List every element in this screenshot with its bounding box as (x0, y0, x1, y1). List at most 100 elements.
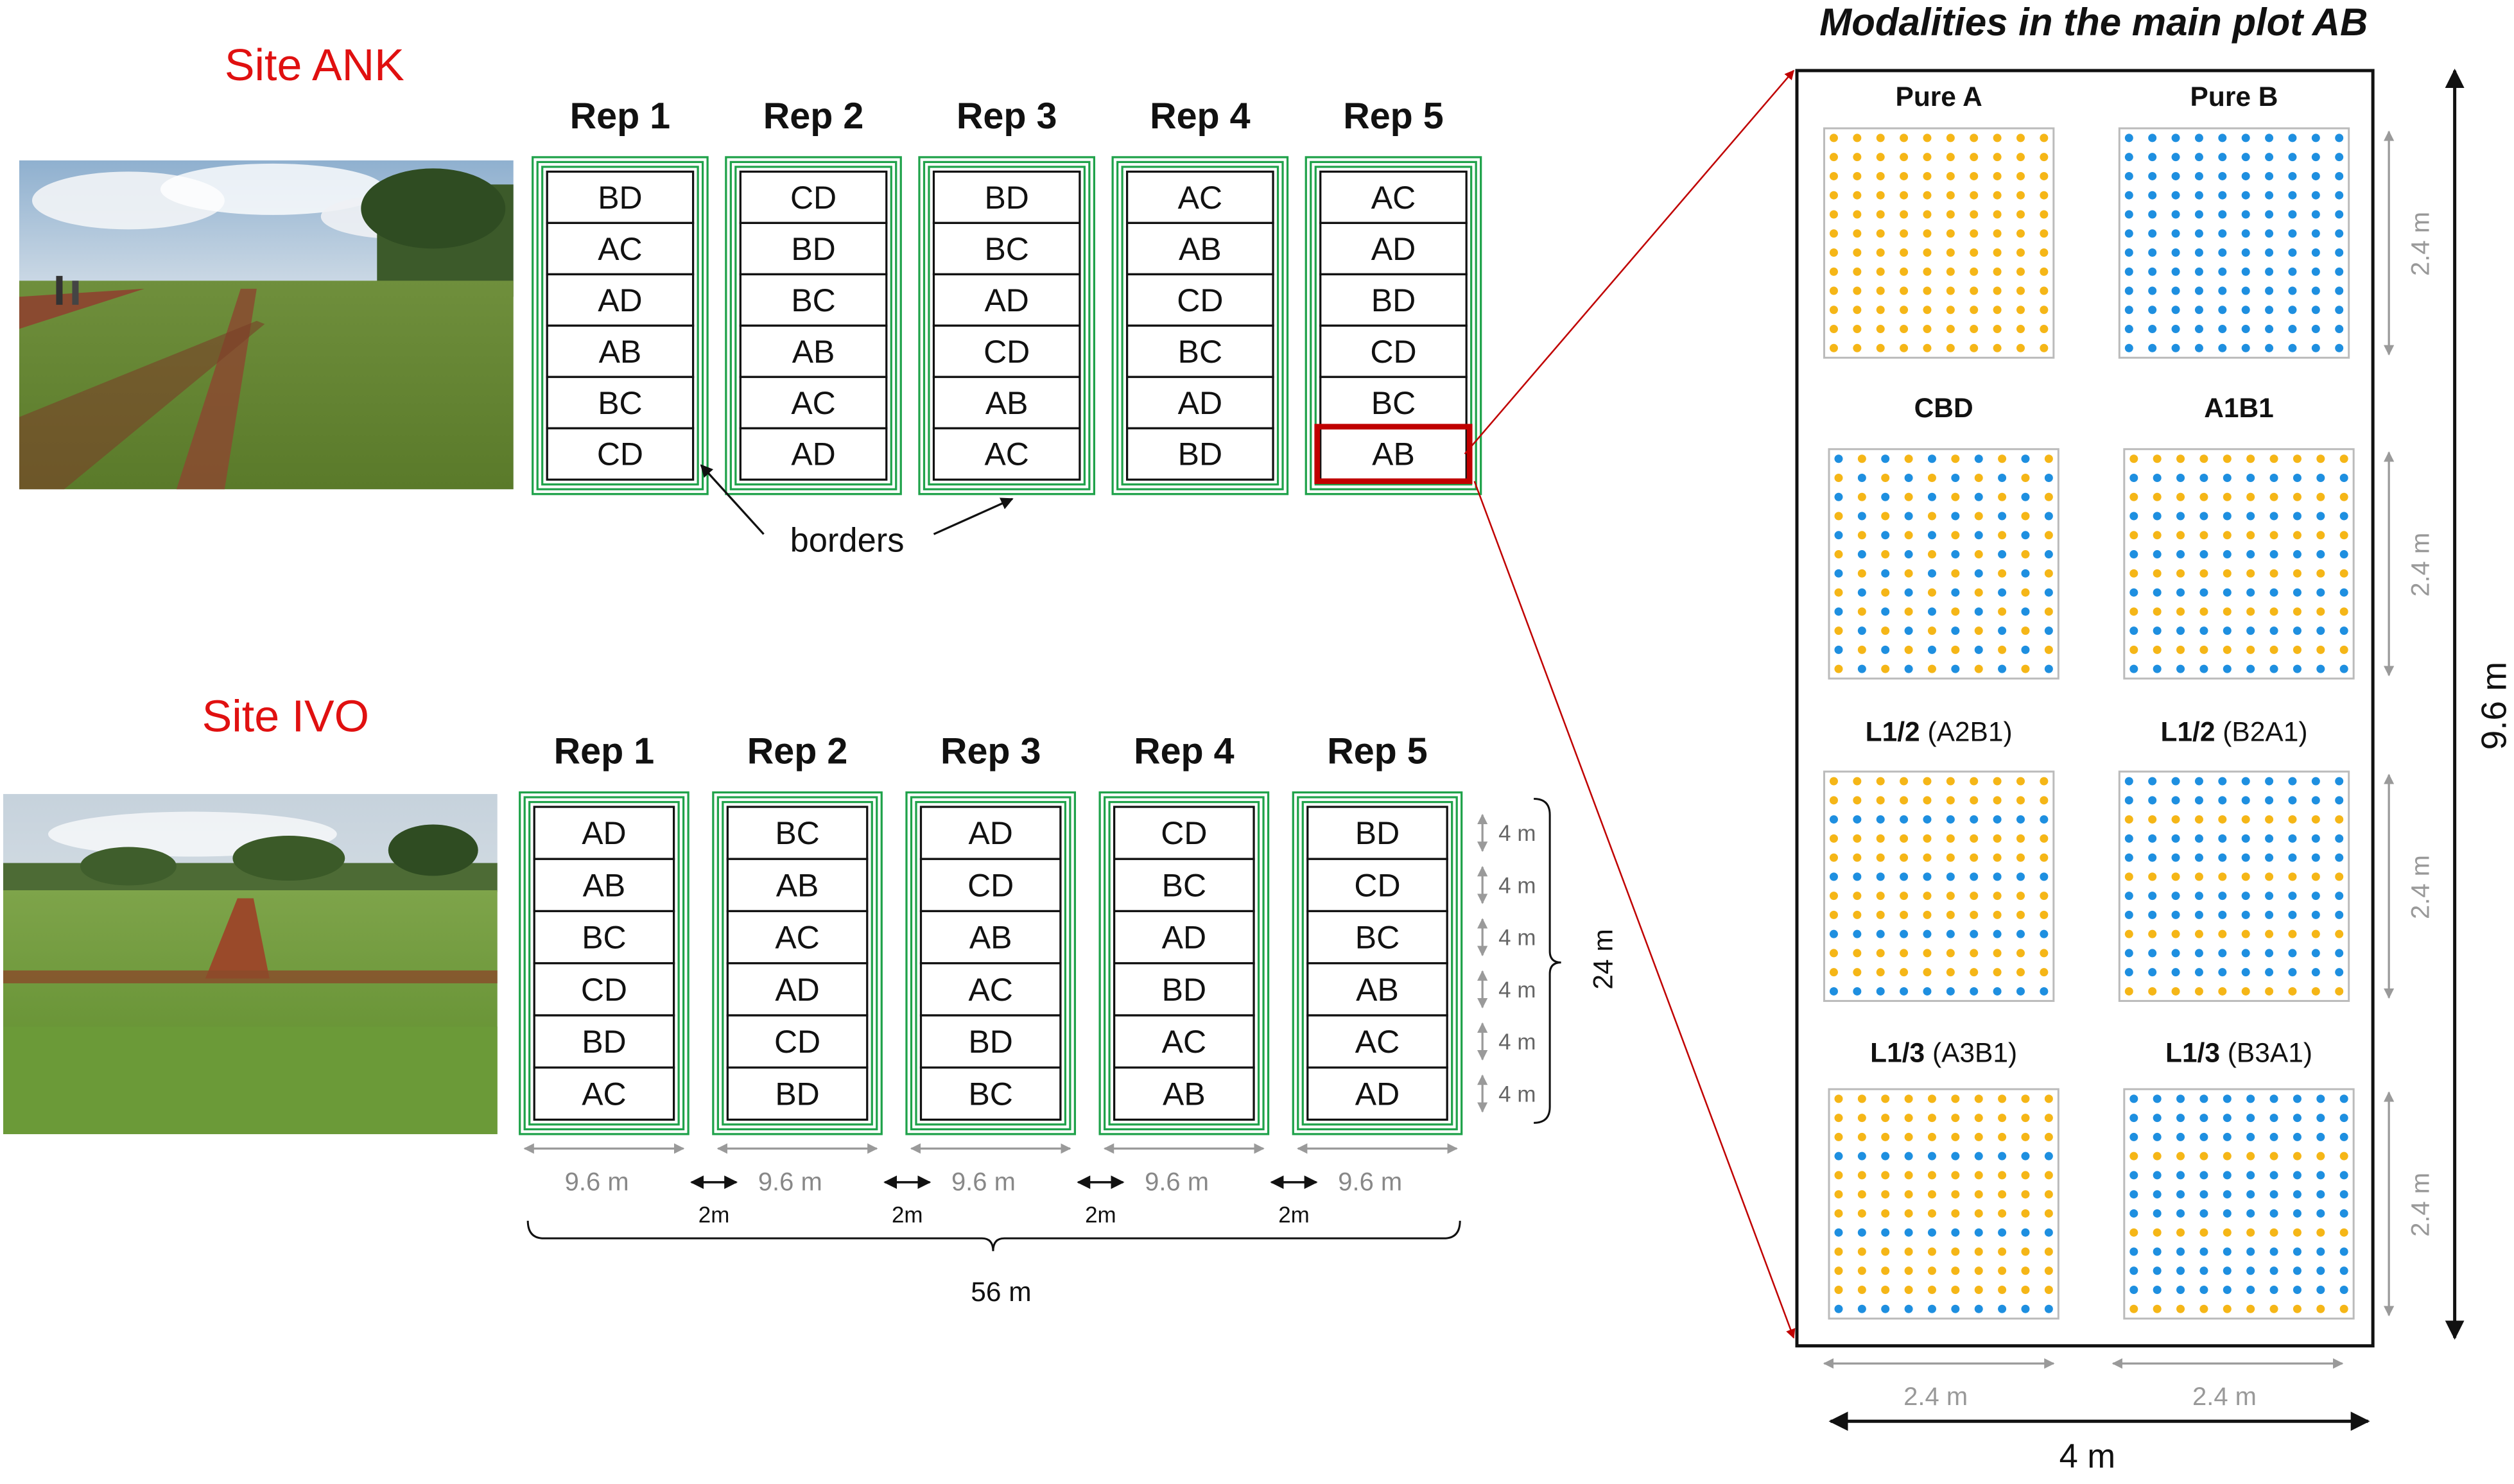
plant-dot (2223, 1266, 2232, 1275)
plant-dot (2124, 171, 2133, 180)
plant-dot (2335, 191, 2344, 200)
plant-dot (1946, 286, 1955, 295)
plant-dot (1900, 153, 1909, 162)
plant-dot (2335, 949, 2344, 958)
plant-dot (2311, 229, 2320, 238)
plant-dot (1900, 929, 1909, 938)
plant-dot (2040, 306, 2049, 315)
plant-dot (2293, 569, 2302, 578)
plant-dot (2124, 872, 2133, 881)
plant-dot (2223, 588, 2232, 597)
plant-dot (2148, 949, 2157, 958)
plant-dot (2223, 492, 2232, 501)
plant-dot (1923, 229, 1932, 238)
plant-dot (2148, 777, 2157, 786)
plant-dot (2316, 1190, 2325, 1199)
plant-dot (1834, 1209, 1843, 1218)
plant-dot (1876, 815, 1885, 824)
plant-dot (2176, 1190, 2185, 1199)
plant-dot (1904, 588, 1913, 597)
border-line (905, 791, 1077, 1135)
plot-cell (932, 427, 1081, 481)
plant-dot (1853, 210, 1862, 219)
plant-dot (2241, 191, 2250, 200)
plant-dot (2171, 229, 2180, 238)
plot-cell (739, 170, 888, 224)
plant-dot (1993, 892, 2002, 901)
plant-dot (2269, 1114, 2278, 1123)
plant-dot (1923, 777, 1932, 786)
plant-dot (1951, 531, 1960, 540)
row-dim-label: 4 m (1498, 821, 1536, 846)
plot-label: BD (582, 1024, 626, 1060)
plant-dot (1904, 645, 1913, 654)
plant-dot (1993, 777, 2002, 786)
plant-dot (1876, 853, 1885, 862)
plant-dot (2040, 229, 2049, 238)
plant-dot (2339, 664, 2348, 673)
plant-dot (2040, 929, 2049, 938)
plant-dot (2293, 1286, 2302, 1295)
border-line (519, 791, 689, 1135)
plant-dot (1834, 550, 1843, 559)
plant-dot (2223, 1132, 2232, 1141)
plant-dot (2218, 248, 2227, 257)
plant-dot (1993, 134, 2002, 142)
plant-dot (2021, 607, 2030, 616)
plot-label: BC (582, 920, 626, 956)
plant-dot (2293, 512, 2302, 521)
plant-dot (1834, 569, 1843, 578)
panel-width-label: 2.4 m (2192, 1383, 2257, 1411)
plant-dot (1834, 645, 1843, 654)
plant-dot (1900, 171, 1909, 180)
plant-dot (1834, 474, 1843, 483)
plant-dot (2129, 1094, 2138, 1103)
plant-dot (2199, 664, 2208, 673)
plant-dot (1946, 248, 1955, 257)
plot-cell (1125, 427, 1274, 481)
plant-dot (2044, 607, 2053, 616)
borders-label: borders (790, 522, 905, 560)
plant-dot (2218, 229, 2227, 238)
plot-cell (1125, 273, 1274, 327)
plant-dot (1993, 343, 2002, 352)
plant-dot (2269, 1171, 2278, 1180)
plant-dot (1853, 892, 1862, 901)
plant-dot (1829, 834, 1838, 843)
plant-dot (1857, 474, 1866, 483)
plot-label: BC (1178, 334, 1222, 370)
plant-dot (1993, 910, 2002, 919)
plant-dot (2218, 286, 2227, 295)
plot-cell (1306, 806, 1448, 860)
plant-dot (1927, 474, 1936, 483)
plot-cell (739, 375, 888, 429)
plant-dot (2218, 853, 2227, 862)
border-line (1305, 156, 1482, 496)
plant-dot (1900, 796, 1909, 805)
plant-dot (2194, 949, 2203, 958)
plant-dot (2171, 929, 2180, 938)
plant-dot (2194, 853, 2203, 862)
panel-height-label: 2.4 m (2407, 533, 2435, 597)
plant-dot (1998, 569, 2007, 578)
plot-label: BC (775, 815, 819, 851)
plant-dot (2171, 987, 2180, 996)
plant-dot (1970, 343, 1979, 352)
plant-dot (2199, 645, 2208, 654)
plant-dot (1853, 872, 1862, 881)
plant-dot (2171, 872, 2180, 881)
plant-dot (2316, 607, 2325, 616)
plant-dot (1927, 626, 1936, 635)
plot-cell (919, 910, 1062, 965)
plot-cell (1319, 375, 1468, 429)
plant-dot (1993, 987, 2002, 996)
plot-cell (546, 324, 695, 378)
plant-dot (2021, 1247, 2030, 1256)
plant-dot (2246, 512, 2255, 521)
plant-dot (1876, 153, 1885, 162)
plant-dot (2241, 949, 2250, 958)
plant-dot (2288, 343, 2297, 352)
plant-dot (1881, 569, 1890, 578)
plant-dot (1993, 325, 2002, 334)
